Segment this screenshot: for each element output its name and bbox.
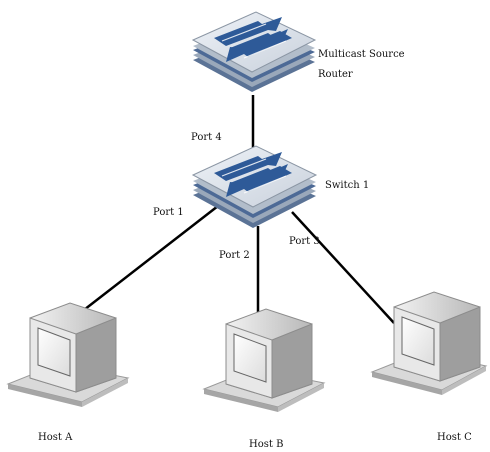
link-switch-host-a — [79, 205, 219, 314]
port-3-label: Port 3 — [289, 236, 320, 247]
port-4-label: Port 4 — [191, 132, 222, 143]
router-icon[interactable] — [191, 11, 317, 92]
host-c-label: Host C — [437, 432, 472, 443]
router-label-line1: Multicast Source — [318, 49, 405, 60]
computer-icon-host-c[interactable] — [370, 291, 488, 395]
host-a-label: Host A — [38, 432, 73, 443]
port-2-label: Port 2 — [219, 250, 250, 261]
switch-icon[interactable] — [191, 145, 318, 228]
link-switch-host-c — [291, 211, 395, 324]
computer-icon-host-b[interactable] — [202, 308, 326, 412]
computer-icon-host-a[interactable] — [6, 302, 130, 407]
host-b-label: Host B — [249, 439, 283, 450]
port-1-label: Port 1 — [153, 207, 184, 218]
router-label-line2: Router — [318, 69, 353, 80]
switch-label: Switch 1 — [325, 180, 369, 191]
